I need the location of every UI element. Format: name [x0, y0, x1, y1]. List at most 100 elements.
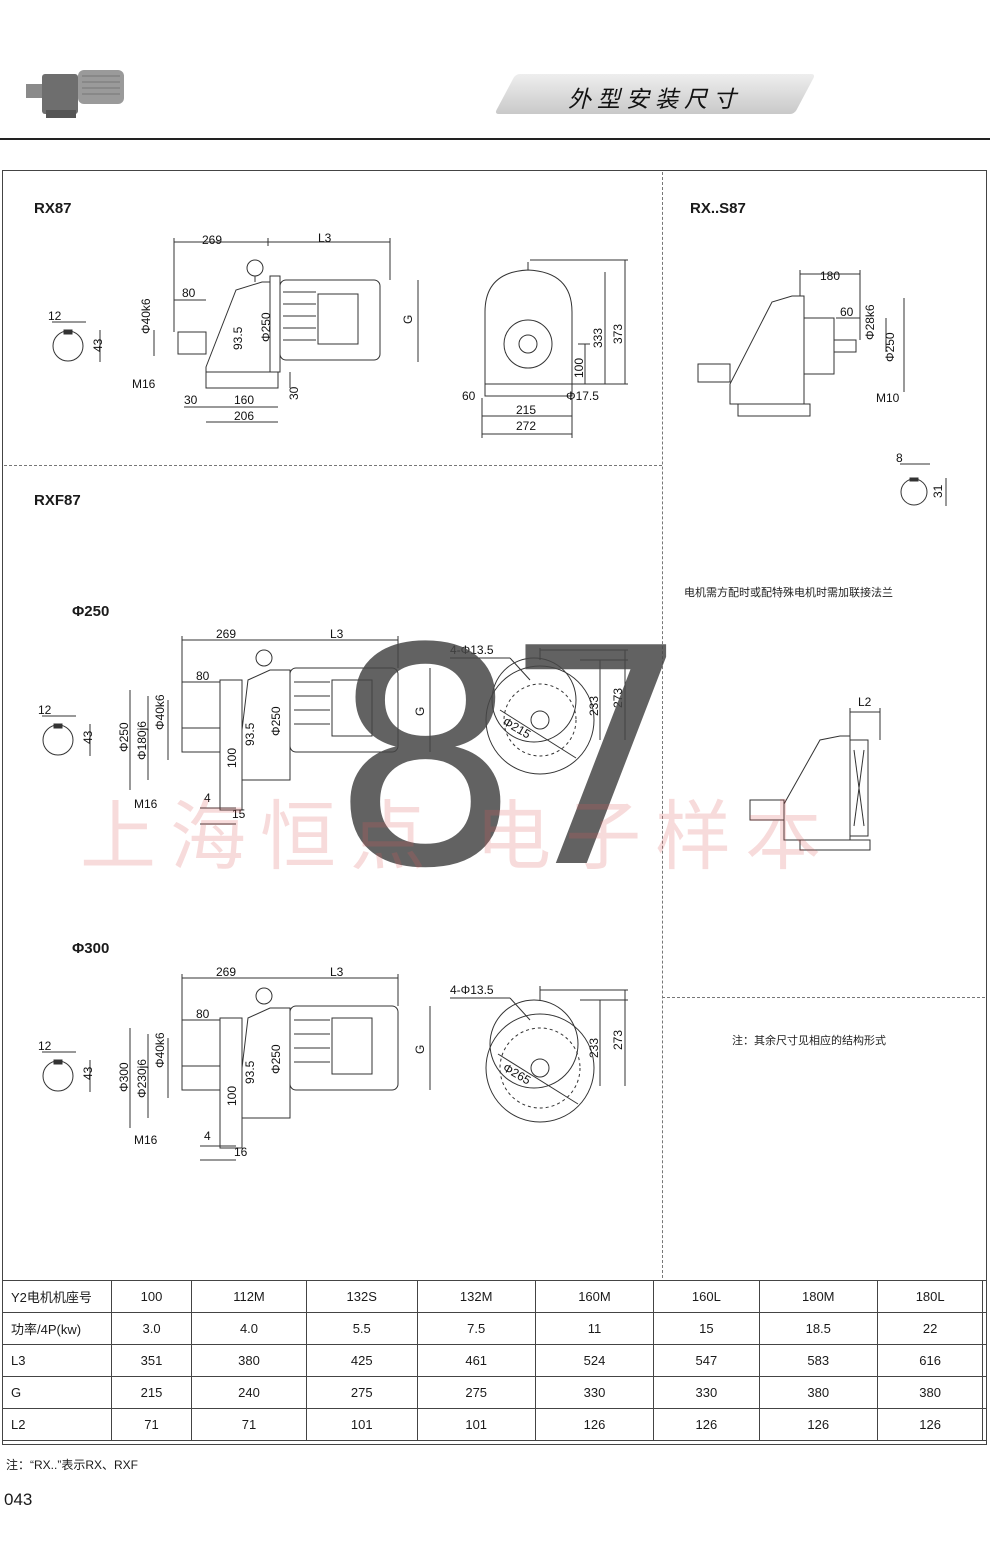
dim-rx-12: 12 — [48, 309, 62, 323]
dim-f250-15: 15 — [232, 807, 246, 821]
table-cell — [982, 1408, 987, 1441]
table-cell — [982, 1376, 987, 1409]
table-cell: 215 — [110, 1376, 193, 1409]
dim-f250-4: 4 — [204, 791, 211, 805]
dim-rxs-31: 31 — [931, 484, 945, 498]
table-cell: 3.0 — [110, 1312, 193, 1345]
label-rxs87: RX..S87 — [690, 200, 746, 217]
dim-rxs-180: 180 — [820, 269, 840, 283]
dim-f300-93: 93.5 — [243, 1060, 257, 1084]
table-cell: 126 — [876, 1408, 984, 1441]
table-cell: 380 — [758, 1376, 878, 1409]
table-cell: 126 — [758, 1408, 878, 1441]
dim-f250-l3: L3 — [330, 627, 344, 641]
dim-f250-80: 80 — [196, 669, 210, 683]
dim-f300-g: G — [413, 1045, 427, 1054]
table-cell: 180M — [758, 1280, 878, 1313]
dim-rx-phi40: Φ40k6 — [139, 298, 153, 334]
dim-rx-333: 333 — [591, 328, 605, 348]
table-cell: 583 — [758, 1344, 878, 1377]
dim-f250-233: 233 — [587, 696, 601, 716]
dim-rx-100: 100 — [572, 358, 586, 378]
dim-rx-30a: 30 — [184, 393, 198, 407]
dim-f300-43: 43 — [81, 1066, 95, 1080]
table-cell: 126 — [534, 1408, 655, 1441]
watermark-number: 87 — [330, 585, 692, 934]
drawing-frame — [2, 170, 987, 1445]
dim-f250-phi180: Φ180j6 — [135, 721, 149, 760]
dim-f250-phi250v: Φ250 — [117, 722, 131, 752]
table-cell: 132S — [305, 1280, 418, 1313]
dim-rx-m16: M16 — [132, 377, 156, 391]
dim-f300-m16: M16 — [134, 1133, 158, 1147]
dim-rx-269: 269 — [202, 233, 222, 247]
dim-f300-holes: 4-Φ13.5 — [450, 983, 494, 997]
table-cell: 240 — [191, 1376, 307, 1409]
table-cell: 71 — [191, 1408, 307, 1441]
label-flange-250: Φ250 — [72, 603, 110, 620]
dim-f300-273: 273 — [611, 1030, 625, 1050]
divider-vertical — [662, 172, 663, 1278]
table-cell: 71 — [110, 1408, 193, 1441]
dim-f300-16: 16 — [234, 1145, 248, 1159]
table-cell: 275 — [416, 1376, 536, 1409]
table-cell: 100 — [110, 1280, 193, 1313]
table-cell: 15 — [653, 1312, 760, 1345]
rx87-drawing: 12 43 269 L3 80 Φ40k6 93.5 Φ250 G 30 160… — [48, 231, 628, 438]
dim-f300-phi230: Φ230j6 — [135, 1059, 149, 1098]
table-cell: 425 — [305, 1344, 418, 1377]
table-cell: 5.5 — [305, 1312, 418, 1345]
table-cell: 330 — [534, 1376, 655, 1409]
rxf87-300-drawing: 12 43 269 L3 80 Φ40k6 Φ300 Φ230j6 93.5 Φ… — [38, 965, 628, 1161]
dim-f300-phi40: Φ40k6 — [153, 1032, 167, 1068]
row-header: G — [2, 1376, 112, 1409]
table-cell — [982, 1280, 987, 1313]
table-cell — [982, 1344, 987, 1377]
dim-f250-m16: M16 — [134, 797, 158, 811]
dim-rx-373: 373 — [611, 324, 625, 344]
dim-rx-80: 80 — [182, 286, 196, 300]
dim-f300-phi250: Φ250 — [269, 1044, 283, 1074]
dim-f300-100: 100 — [225, 1086, 239, 1106]
product-thumbnail — [22, 62, 132, 124]
dim-rx-30b: 30 — [287, 386, 301, 400]
note-motor-flange: 电机需方配时或配特殊电机时需加联接法兰 — [684, 587, 893, 599]
dim-f250-269: 269 — [216, 627, 236, 641]
dim-rxs-phi28: Φ28k6 — [863, 304, 877, 340]
table-cell: 11 — [534, 1312, 655, 1345]
table-cell: 461 — [416, 1344, 536, 1377]
table-cell: 380 — [876, 1376, 984, 1409]
table-cell: 4.0 — [191, 1312, 307, 1345]
dim-f300-12: 12 — [38, 1039, 52, 1053]
dim-f250-g: G — [413, 707, 427, 716]
dim-rx-160: 160 — [234, 393, 254, 407]
table-cell: 112M — [191, 1280, 307, 1313]
dim-f250-phi40: Φ40k6 — [153, 694, 167, 730]
dim-f300-80: 80 — [196, 1007, 210, 1021]
dim-f300-phi300: Φ300 — [117, 1062, 131, 1092]
dim-f300-phi265: Φ265 — [501, 1060, 534, 1087]
rxf87-250-drawing: 12 43 269 L3 80 Φ40k6 Φ250 Φ180j6 93.5 Φ… — [38, 627, 628, 825]
table-cell: 101 — [305, 1408, 418, 1441]
table-cell — [982, 1312, 987, 1345]
dim-rxs-phi250: Φ250 — [883, 332, 897, 362]
dim-f300-4: 4 — [204, 1129, 211, 1143]
dim-rxs-m10: M10 — [876, 391, 900, 405]
dim-f300-269: 269 — [216, 965, 236, 979]
dim-rxs-60: 60 — [840, 305, 854, 319]
dim-f250-phi250: Φ250 — [269, 706, 283, 736]
row-header: Y2电机机座号 — [2, 1280, 112, 1313]
row-header: L2 — [2, 1408, 112, 1441]
dim-rx-phi175: Φ17.5 — [566, 389, 599, 403]
table-cell: 132M — [416, 1280, 536, 1313]
table-cell: 330 — [653, 1376, 760, 1409]
dim-rx-phi250: Φ250 — [259, 312, 273, 342]
dim-f250-43: 43 — [81, 730, 95, 744]
dim-f300-233: 233 — [587, 1038, 601, 1058]
label-rxf87: RXF87 — [34, 492, 81, 509]
row-header: 功率/4P(kw) — [2, 1312, 112, 1345]
